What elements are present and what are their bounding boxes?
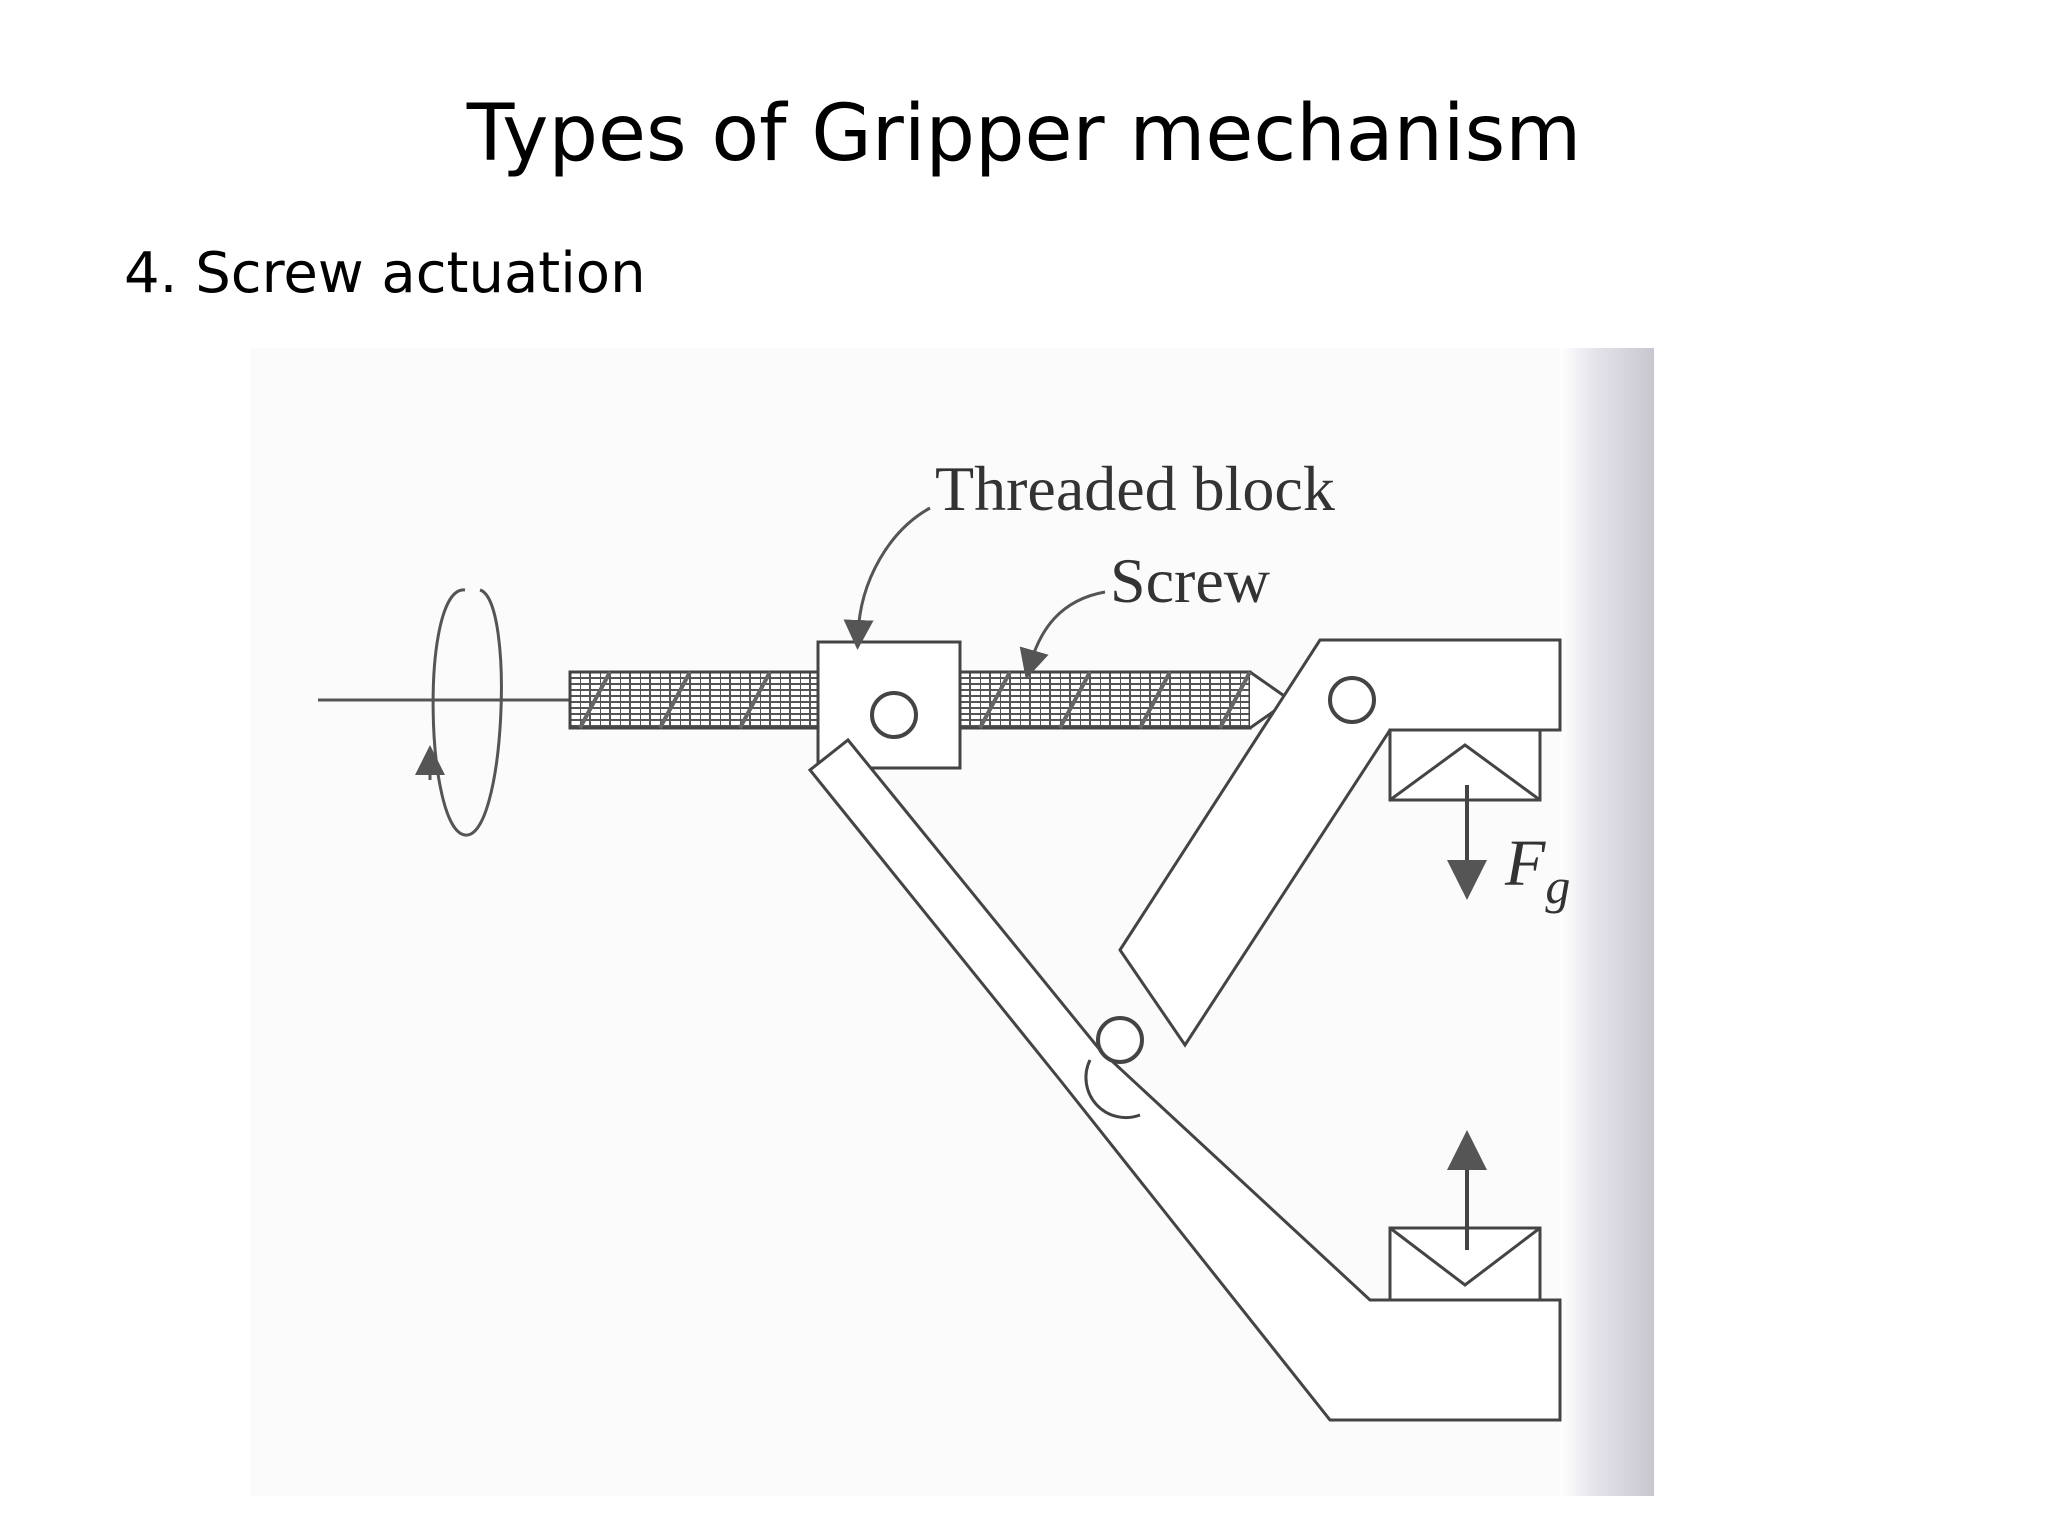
scan-edge-shadow [1560, 348, 1654, 1496]
force-label: Fg [1504, 827, 1570, 914]
label-leaders [843, 506, 1106, 680]
threaded-block-label: Threaded block [935, 453, 1335, 524]
gripper-figure: Threaded block Screw Fg [250, 348, 1654, 1496]
slide-title: Types of Gripper mechanism [466, 89, 1582, 179]
fixed-pivot-support [1084, 1059, 1141, 1120]
force-symbol: F [1504, 827, 1546, 900]
slide-subtitle: 4. Screw actuation [124, 241, 646, 306]
force-subscript: g [1545, 858, 1570, 914]
lower-link [807, 737, 1562, 1422]
pivot-pins [870, 676, 1376, 1064]
rotation-symbol [318, 588, 570, 837]
screw-label: Screw [1110, 545, 1270, 616]
